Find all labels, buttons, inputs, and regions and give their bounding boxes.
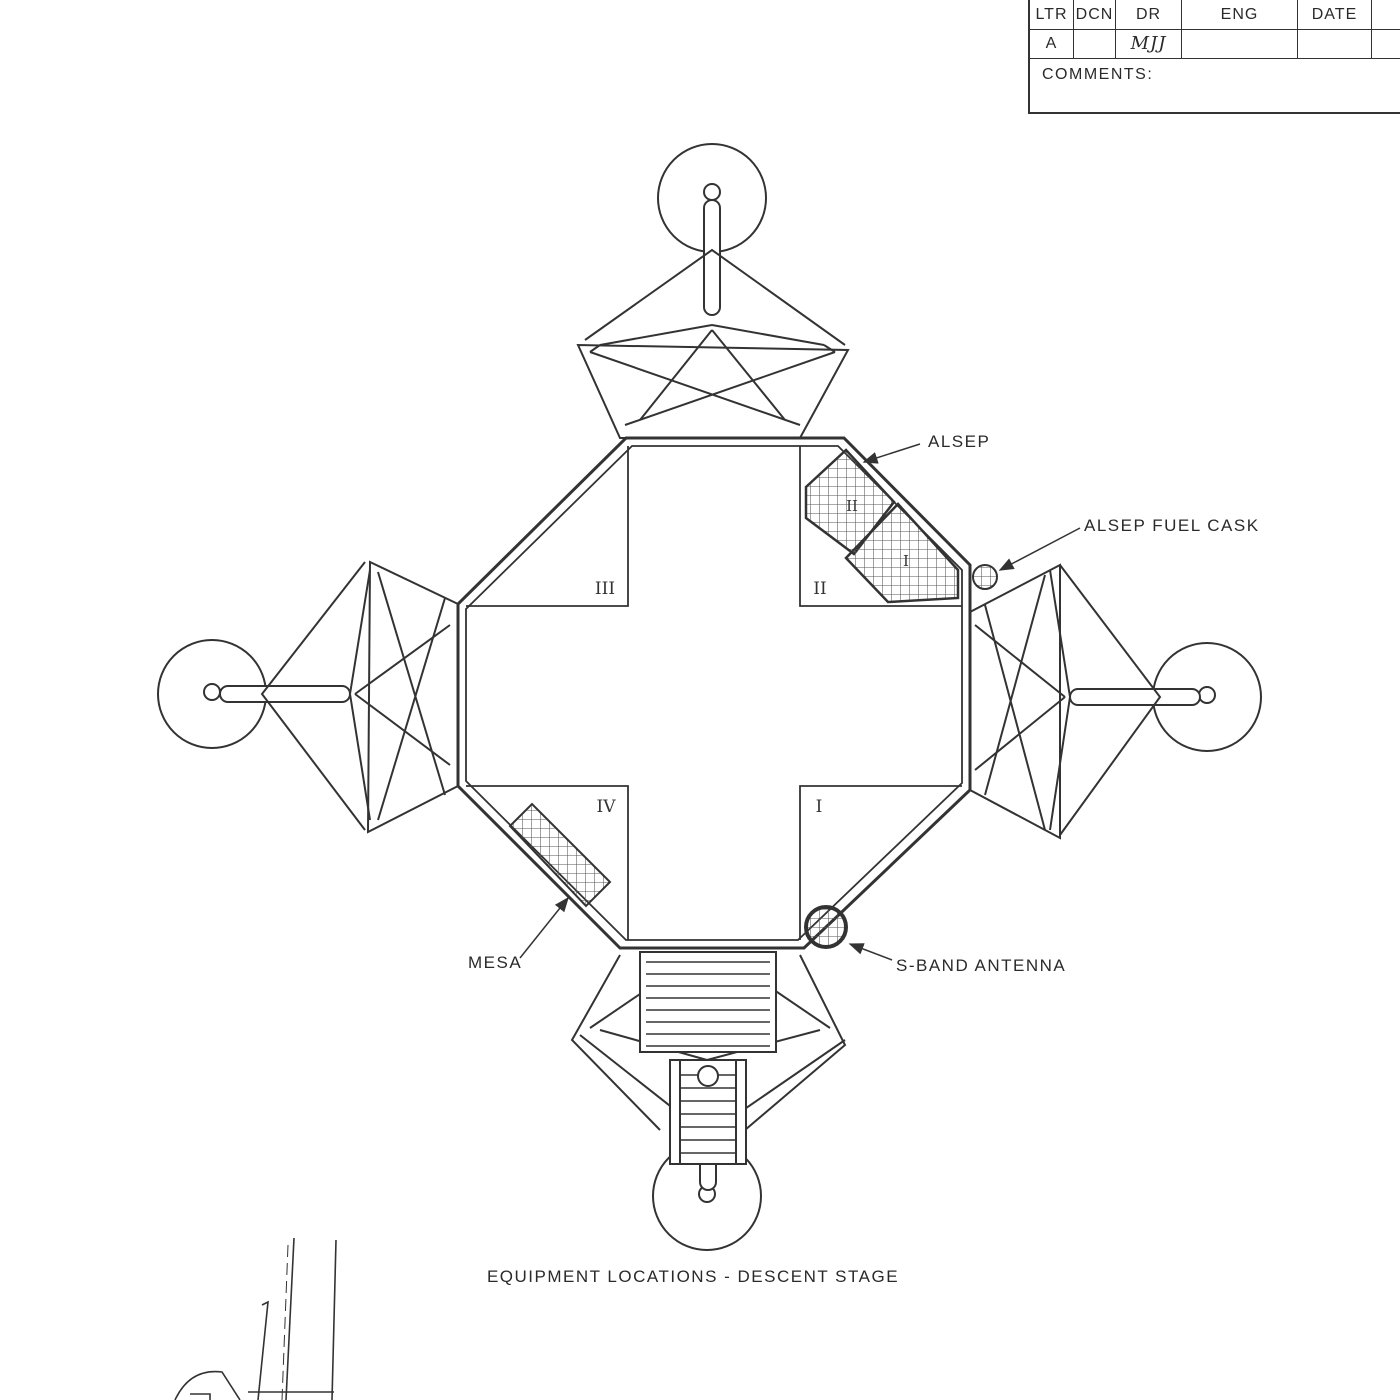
ladder: [669, 1059, 747, 1165]
header-dcn: DCN: [1074, 0, 1116, 29]
alsep-package-1-label: I: [903, 552, 909, 570]
revision-block: LTR DCN DR ENG DATE A MJJ COMMENTS:: [1028, 0, 1400, 114]
revision-entry-row: A MJJ: [1030, 29, 1400, 59]
alsep-fuel-cask-label: ALSEP FUEL CASK: [1084, 516, 1260, 535]
quadrant-label-4: IV: [597, 797, 617, 817]
entry-dr-initials: MJJ: [1116, 29, 1182, 58]
header-ltr: LTR: [1030, 0, 1074, 29]
s-band-antenna-label: S-BAND ANTENNA: [896, 956, 1066, 975]
s-band-antenna-leader: [848, 943, 893, 961]
header-eng: ENG: [1182, 0, 1298, 29]
alsep-leader: [862, 443, 921, 464]
revision-header-row: LTR DCN DR ENG DATE: [1030, 0, 1400, 30]
alsep-package-2-label: II: [846, 497, 858, 515]
landing-gear-left: [157, 560, 459, 834]
entry-dcn: [1074, 29, 1116, 58]
entry-eng: [1182, 29, 1298, 58]
alsep-fuel-cask: [972, 564, 998, 590]
comments-label: COMMENTS:: [1042, 66, 1154, 83]
alsep-label: ALSEP: [928, 432, 990, 451]
s-band-antenna: [804, 905, 848, 949]
quadrant-label-1: I: [816, 797, 823, 817]
quadrant-label-3: III: [595, 579, 615, 599]
header-dr: DR: [1116, 0, 1182, 29]
header-date: DATE: [1298, 0, 1372, 29]
mesa-label: MESA: [468, 953, 522, 972]
mesa-package: [508, 802, 612, 908]
landing-gear-right: [969, 563, 1262, 840]
descent-stage-body: [456, 436, 972, 950]
landing-gear: [157, 143, 1262, 1251]
quadrant-label-2: II: [813, 579, 826, 599]
landing-gear-top: [576, 143, 850, 439]
alsep-package-1: I: [844, 502, 960, 604]
porch: [639, 951, 777, 1053]
entry-date: [1298, 29, 1372, 58]
mesa-leader: [519, 896, 569, 959]
entry-ltr: A: [1030, 29, 1074, 58]
diagram-caption: EQUIPMENT LOCATIONS - DESCENT STAGE: [487, 1267, 899, 1286]
alsep-fuel-cask-leader: [998, 527, 1081, 571]
partial-detail-drawing: [174, 1237, 337, 1400]
